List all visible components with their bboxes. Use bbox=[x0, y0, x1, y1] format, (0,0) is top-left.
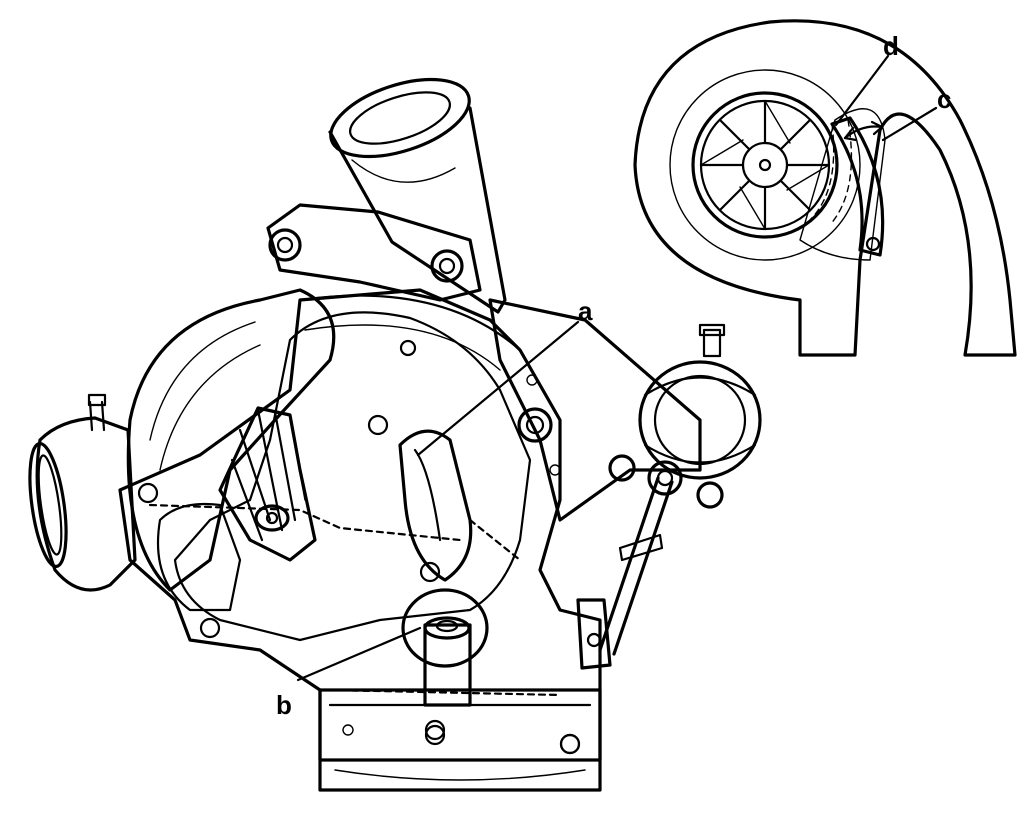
label-d: d bbox=[883, 31, 899, 61]
label-a: a bbox=[578, 296, 593, 326]
internal-passage-outline bbox=[148, 503, 562, 697]
leader-line-b bbox=[296, 626, 422, 682]
turbine-housing bbox=[118, 288, 602, 762]
inset-turbine-wheel bbox=[691, 91, 839, 239]
leader-line-c bbox=[881, 106, 938, 142]
leader-line-d bbox=[834, 54, 890, 127]
nut-icon bbox=[696, 481, 724, 509]
outlet-pipe bbox=[328, 77, 507, 314]
actuator-bracket bbox=[488, 298, 702, 522]
bolt-icon bbox=[268, 228, 302, 262]
callouts: a b c d bbox=[276, 31, 951, 720]
compressor-wheel bbox=[218, 406, 317, 562]
inset-volute-housing bbox=[633, 19, 1017, 357]
top-flange bbox=[266, 203, 482, 302]
inset-flap-alternate bbox=[809, 123, 835, 221]
bolt-icon bbox=[517, 407, 553, 443]
turbine-outlet-flange bbox=[318, 688, 602, 792]
bolt-icon bbox=[430, 249, 464, 283]
wastegate-flap-a bbox=[398, 429, 473, 582]
inset-flap-open bbox=[830, 116, 885, 257]
actuator-rod bbox=[576, 454, 724, 670]
label-c: c bbox=[937, 84, 951, 114]
inset-detail-view bbox=[633, 19, 1017, 357]
nut-icon bbox=[608, 454, 636, 482]
turbocharger-assembly bbox=[28, 77, 762, 792]
label-b: b bbox=[276, 690, 292, 720]
inlet-pipe bbox=[28, 393, 137, 592]
compressor-housing bbox=[126, 288, 336, 592]
cutaway-interior bbox=[173, 311, 532, 642]
wastegate-actuator bbox=[638, 323, 762, 480]
leader-line-a bbox=[416, 320, 580, 457]
